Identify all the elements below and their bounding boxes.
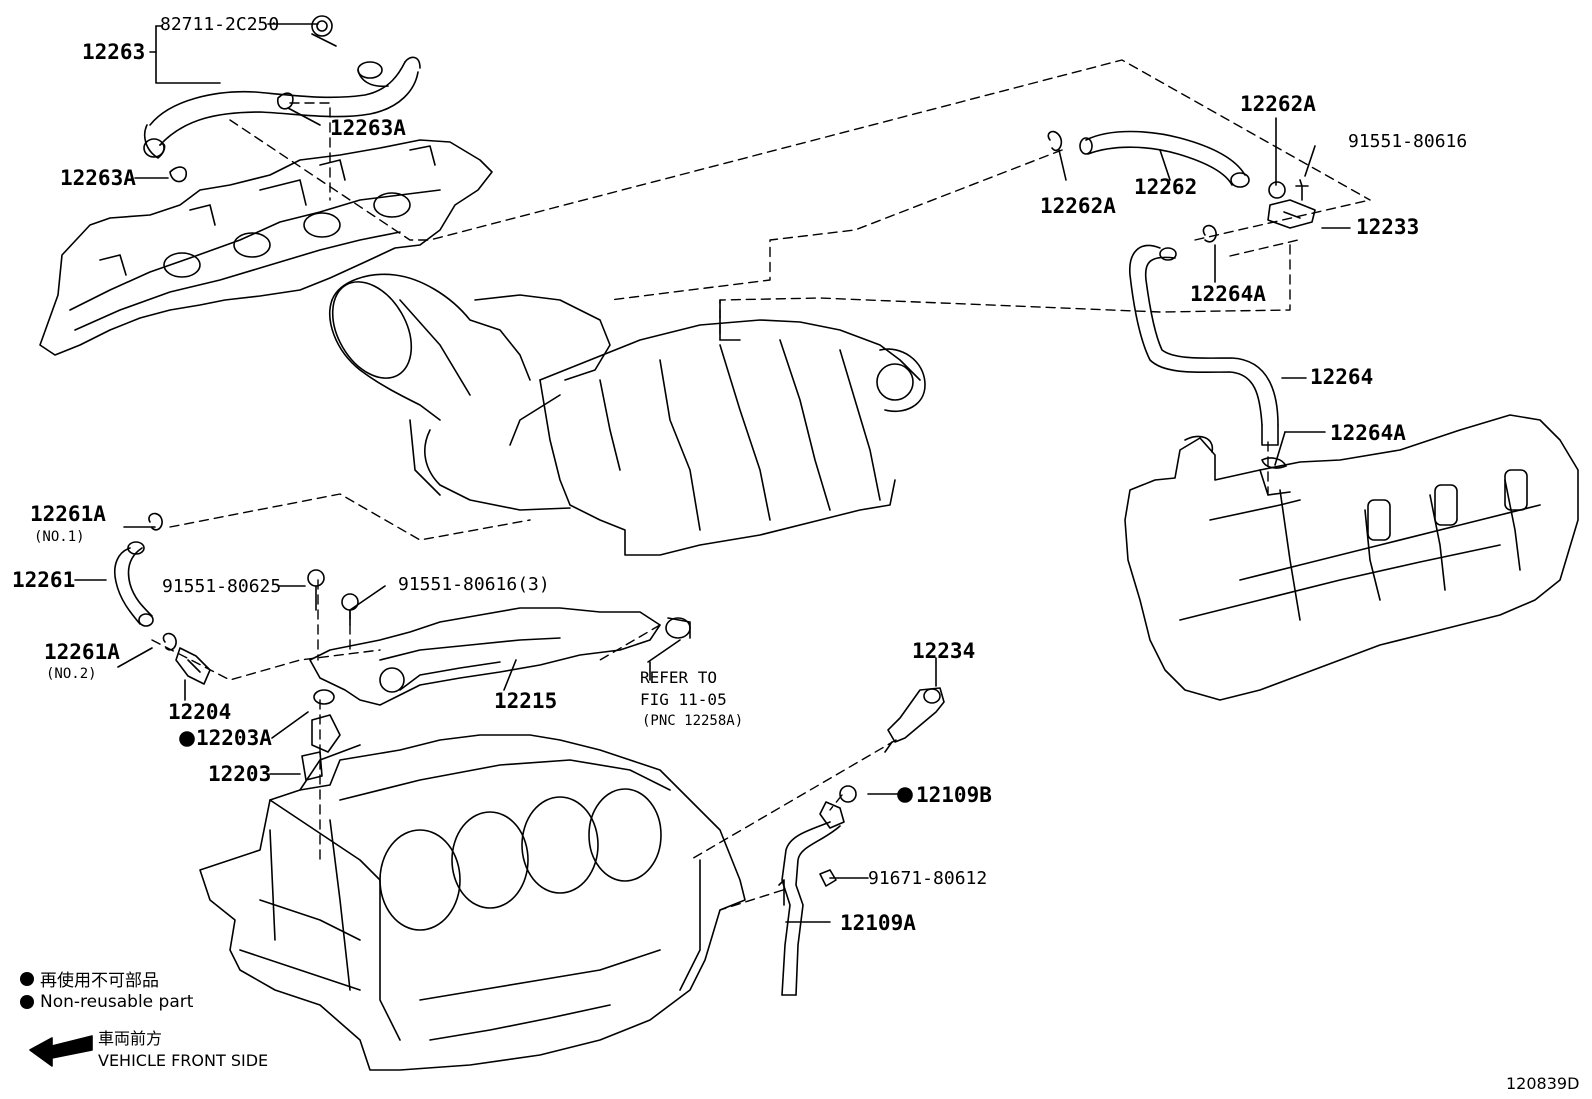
label-12264: 12264 [1310,365,1374,389]
nonreusable-dot-12203A [179,731,195,747]
leader-lines [74,23,1351,923]
label-12261A-no2: 12261A [44,640,120,664]
front-label-jp: 車両前方 [98,1029,163,1048]
legend-en: Non-reusable part [20,992,193,1012]
label-12264A-lower: 12264A [1330,421,1406,445]
label-refer-to: REFER TO [640,668,718,687]
label-12203: 12203 [208,762,272,786]
label-12262A-lower: 12262A [1040,194,1116,218]
nonreusable-dot-12109B [897,787,913,803]
label-12233: 12233 [1356,215,1420,239]
label-no1: (NO.1) [34,529,85,545]
oil-separator-drawing [301,569,691,781]
label-12234: 12234 [912,639,976,663]
label-91551-80616-3: 91551-80616(3) [398,574,550,595]
label-91551-80616: 91551-80616 [1348,131,1468,152]
right-hoses-drawing [1047,130,1316,469]
label-12263A-lower: 12263A [60,166,136,190]
label-91671-80612: 91671-80612 [868,868,988,889]
label-12203A: 12203A [196,726,272,750]
head-cover-left-drawing [39,139,493,356]
hose-12263-drawing [143,15,421,183]
engine-block-drawing [199,734,746,1071]
hose-12261-drawing [114,512,211,685]
label-12261: 12261 [12,568,76,592]
label-refer-pnc: (PNC 12258A) [642,713,744,729]
front-arrow-icon [29,1035,93,1067]
label-12262A-upper: 12262A [1240,92,1316,116]
label-12263A-upper: 12263A [330,116,406,140]
dipstick-pipe-drawing [778,687,945,996]
label-no2: (NO.2) [46,666,97,682]
bullet-icon [20,995,34,1009]
legend-jp: 再使用不可部品 [20,966,159,991]
label-12263: 12263 [82,40,146,64]
front-label-en: VEHICLE FRONT SIDE [98,1051,269,1070]
label-12109B: 12109B [916,783,992,807]
legend-en-text: Non-reusable part [40,992,194,1012]
figure-id: 120839D [1506,1074,1580,1093]
label-12215: 12215 [494,689,558,713]
intake-manifold-drawing [329,273,926,556]
label-refer-fig: FIG 11-05 [640,690,727,709]
label-12204: 12204 [168,700,232,724]
bullet-icon [20,971,34,986]
label-12262: 12262 [1134,175,1198,199]
label-12109A: 12109A [840,911,916,935]
label-12264A-upper: 12264A [1190,282,1266,306]
head-cover-right-drawing [1124,414,1579,701]
label-91551-80625: 91551-80625 [162,576,282,597]
legend-jp-text: 再使用不可部品 [40,971,159,991]
label-12261A-no1: 12261A [30,502,106,526]
label-82711-2C250: 82711-2C250 [160,14,280,35]
